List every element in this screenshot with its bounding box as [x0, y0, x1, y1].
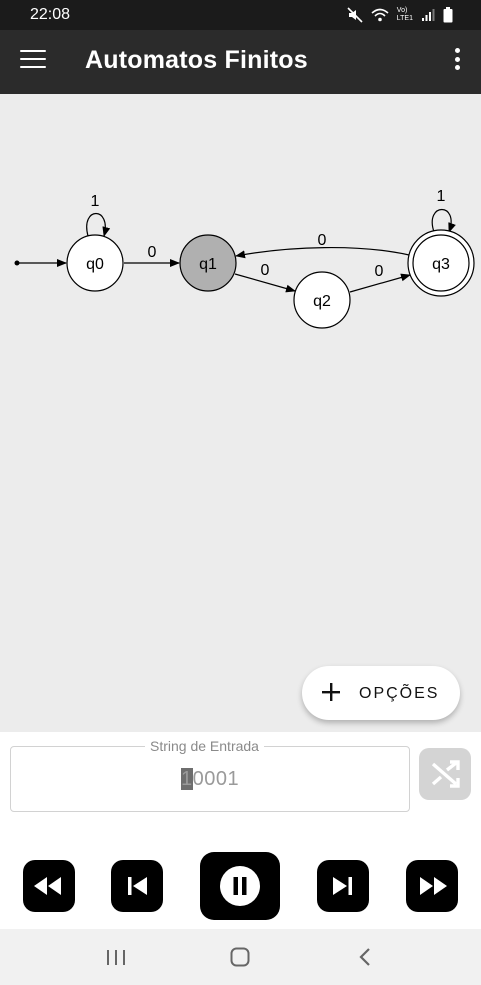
pause-button[interactable] [200, 852, 280, 920]
hamburger-icon [20, 50, 46, 68]
home-button[interactable] [220, 939, 260, 975]
home-icon [230, 947, 250, 967]
state-label-q1: q1 [199, 256, 217, 273]
app-title: Automatos Finitos [85, 46, 308, 74]
state-label-q0: q0 [86, 256, 104, 273]
transition-label-q2-q3: 0 [375, 263, 384, 280]
automaton-canvas[interactable]: 1 0 0 0 0 1 q0 q1 [0, 94, 481, 732]
input-cursor-char: 1 [181, 768, 193, 790]
step-forward-button[interactable] [317, 860, 369, 912]
rewind-icon [34, 877, 61, 895]
state-q2[interactable]: q2 [293, 271, 351, 329]
playback-controls [0, 832, 481, 929]
fast-forward-button[interactable] [406, 860, 458, 912]
options-fab[interactable]: OPÇÕES [302, 666, 460, 720]
transition-label-q0-q1: 0 [148, 244, 157, 261]
plus-icon [320, 678, 342, 708]
shuffle-button[interactable] [419, 748, 471, 800]
system-nav-bar [0, 929, 481, 985]
network-label-top: Vo) [396, 7, 408, 14]
status-bar: 22:08 Vo) LTE1 [0, 0, 481, 30]
transition-q0-q1: 0 [124, 244, 180, 267]
rewind-button[interactable] [23, 860, 75, 912]
back-button[interactable] [345, 939, 385, 975]
transition-q3-q1: 0 [235, 232, 410, 259]
recent-apps-button[interactable] [96, 939, 136, 975]
network-label-bottom: LTE1 [396, 15, 413, 22]
input-string-legend: String de Entrada [145, 738, 264, 754]
transition-q0-q0: 1 [86, 193, 111, 237]
wifi-icon [371, 8, 389, 22]
menu-button[interactable] [20, 50, 46, 72]
app-bar: Automatos Finitos [0, 30, 481, 94]
transition-q3-q3: 1 [431, 188, 456, 233]
more-vertical-icon [451, 48, 463, 70]
state-q3[interactable]: q3 [407, 229, 475, 297]
fast-forward-icon [420, 877, 447, 895]
automaton-diagram: 1 0 0 0 0 1 q0 q1 [14, 188, 475, 329]
input-string-field[interactable]: String de Entrada 10001 [10, 738, 410, 812]
transition-label-q0-q0: 1 [91, 193, 100, 210]
shuffle-icon [431, 760, 460, 788]
mute-icon [347, 7, 363, 23]
skip-next-icon [333, 877, 352, 895]
transition-q1-q2: 0 [234, 262, 296, 293]
options-fab-label: OPÇÕES [359, 685, 440, 702]
status-icons: Vo) LTE1 [347, 6, 453, 24]
skip-previous-icon [128, 877, 147, 895]
input-string-value: 10001 [181, 768, 239, 791]
state-label-q3: q3 [432, 256, 450, 273]
recent-apps-icon [107, 950, 125, 965]
transition-label-q3-q3: 1 [437, 188, 446, 205]
state-q1[interactable]: q1 [179, 234, 237, 292]
transition-label-q1-q2: 0 [261, 262, 270, 279]
transition-label-q3-q1: 0 [318, 232, 327, 249]
pause-icon [220, 866, 260, 906]
battery-icon [443, 7, 453, 23]
initial-arrow [14, 259, 67, 267]
more-options-button[interactable] [451, 48, 463, 76]
status-time: 22:08 [30, 6, 71, 23]
state-q0[interactable]: q0 [66, 234, 124, 292]
step-back-button[interactable] [111, 860, 163, 912]
state-label-q2: q2 [313, 293, 331, 310]
input-area: String de Entrada 10001 [0, 732, 481, 832]
input-rest-value: 0001 [192, 768, 240, 790]
signal-icon [422, 9, 435, 21]
network-label: Vo) LTE1 [397, 7, 413, 23]
transition-q2-q3: 0 [349, 263, 411, 293]
back-icon [359, 948, 370, 966]
